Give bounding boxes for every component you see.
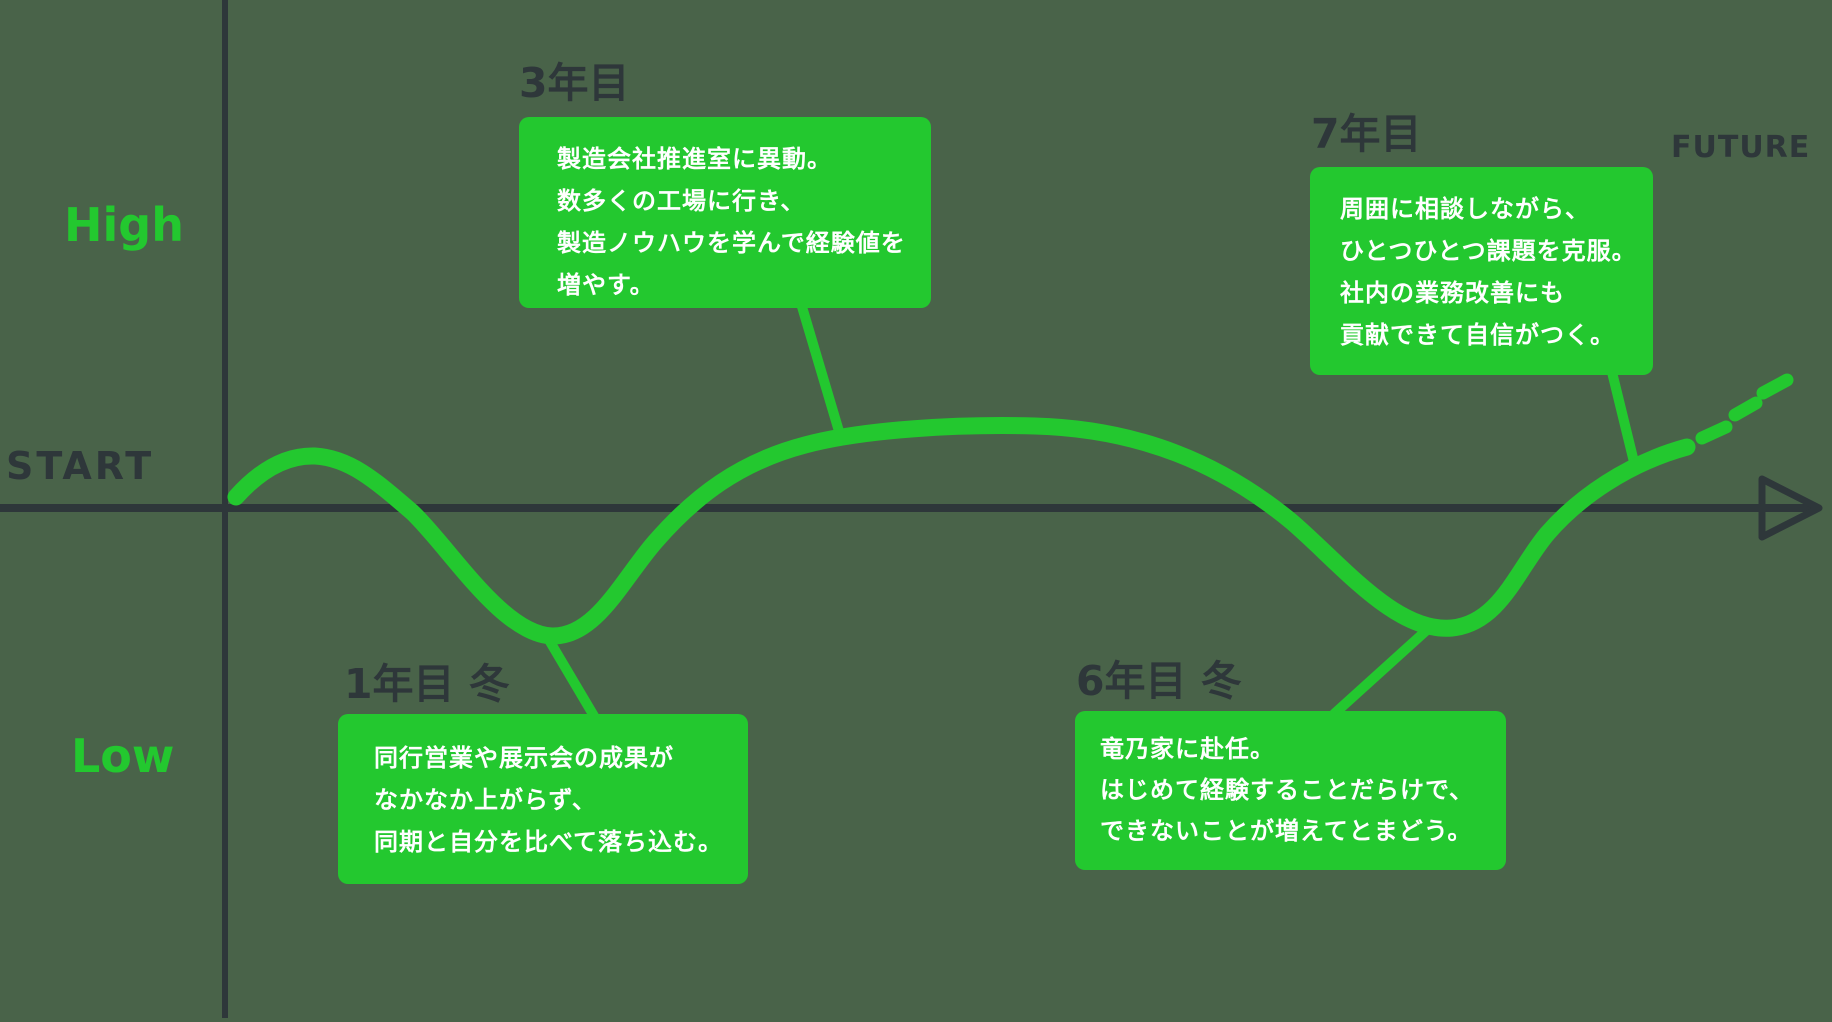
motivation-curve <box>227 417 1696 645</box>
note-line: 製造ノウハウを学んで経験値を <box>557 229 906 257</box>
future-label: FUTURE <box>1671 130 1811 165</box>
note-line: 社内の業務改善にも <box>1340 279 1565 307</box>
low-label: Low <box>71 729 175 783</box>
note-line: なかなか上がらず、 <box>374 786 597 814</box>
high-label: High <box>64 198 184 252</box>
future-dashed-curve <box>1695 373 1794 445</box>
milestone-label-year1-winter: 1年目 冬 <box>344 660 510 708</box>
connector-year6 <box>1329 624 1433 719</box>
connector-year7 <box>1606 363 1639 467</box>
note-line: はじめて経験することだらけで、 <box>1100 776 1475 804</box>
milestone-note-year1-winter: 同行営業や展示会の成果が なかなか上がらず、 同期と自分を比べて落ち込む。 <box>338 714 748 884</box>
note-line: 増やす。 <box>557 271 655 299</box>
milestone-label-year6-winter: 6年目 冬 <box>1076 657 1242 705</box>
milestone-label-year3: 3年目 <box>519 59 630 107</box>
note-line: 同行営業や展示会の成果が <box>374 744 674 772</box>
note-line: 竜乃家に赴任。 <box>1100 735 1275 763</box>
note-line: 同期と自分を比べて落ち込む。 <box>374 828 724 856</box>
connector-year1 <box>544 635 599 721</box>
milestone-note-year3: 製造会社推進室に異動。 数多くの工場に行き、 製造ノウハウを学んで経験値を 増や… <box>519 117 931 308</box>
start-label: START <box>6 444 155 488</box>
note-line: 貢献できて自信がつく。 <box>1340 321 1615 349</box>
note-line: できないことが増えてとまどう。 <box>1100 817 1473 845</box>
milestone-note-year6-winter: 竜乃家に赴任。 はじめて経験することだらけで、 できないことが増えてとまどう。 <box>1075 711 1506 870</box>
milestone-label-year7: 7年目 <box>1311 110 1422 158</box>
x-axis-arrowhead-icon <box>1758 475 1823 541</box>
note-line: 周囲に相談しながら、 <box>1340 195 1590 223</box>
connector-year3 <box>795 295 846 443</box>
note-line: ひとつひとつ課題を克服。 <box>1340 237 1637 265</box>
note-line: 数多くの工場に行き、 <box>557 187 806 215</box>
note-line: 製造会社推進室に異動。 <box>557 145 832 173</box>
milestone-note-year7: 周囲に相談しながら、 ひとつひとつ課題を克服。 社内の業務改善にも 貢献できて自… <box>1310 167 1653 375</box>
